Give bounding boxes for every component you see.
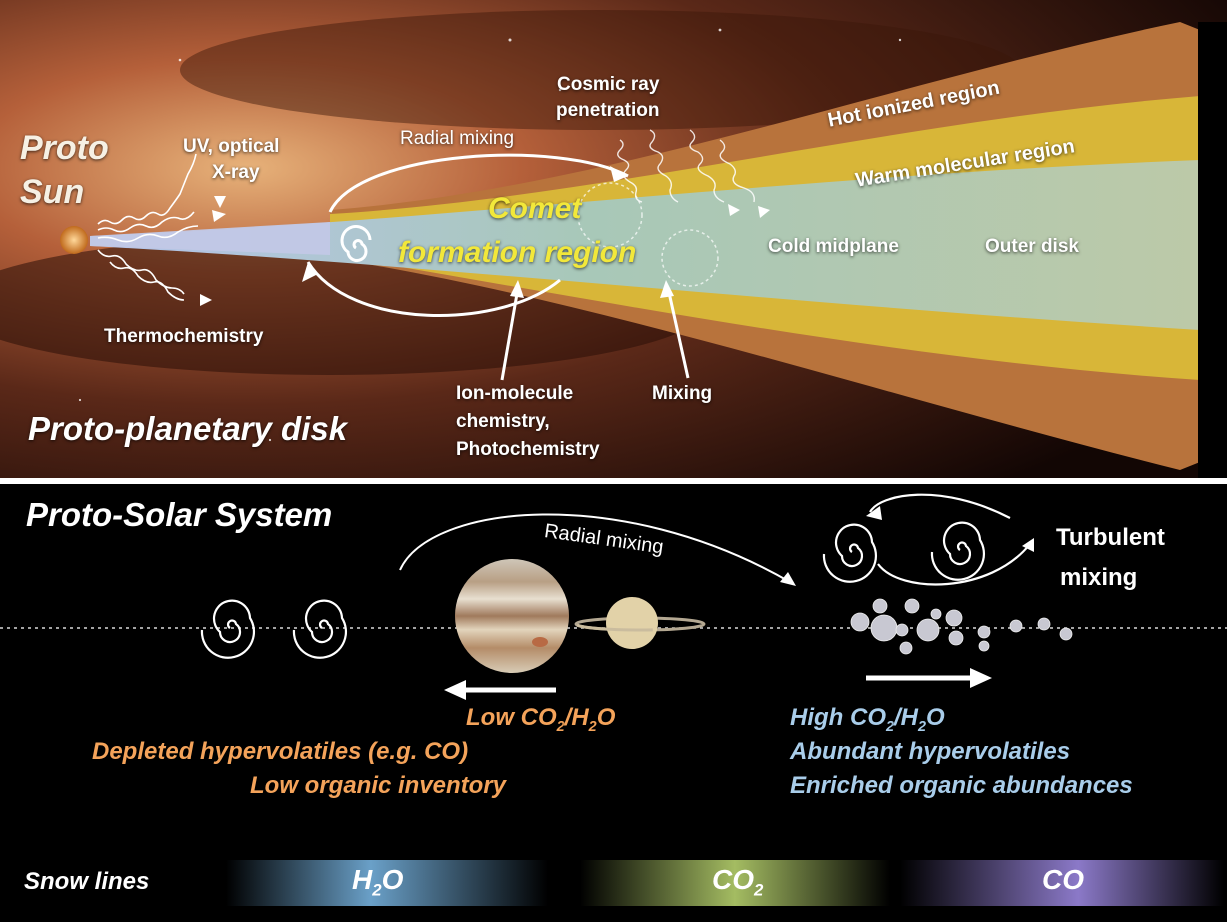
high-co2-h2o-label: High CO2/H2O bbox=[790, 704, 945, 735]
co2-snowline-bar bbox=[580, 860, 890, 906]
cold-midplane-label: Cold midplane bbox=[768, 236, 899, 257]
radial-mixing-label-top: Radial mixing bbox=[400, 128, 515, 149]
co2-snowline-label: CO2 bbox=[712, 864, 764, 900]
proto-sun-label: Proto Sun bbox=[20, 129, 109, 211]
xray-label: X-ray bbox=[212, 162, 260, 183]
abundant-hypervolatiles-label: Abundant hypervolatiles bbox=[790, 738, 1071, 765]
planetesimals bbox=[850, 598, 1073, 655]
h2o-snowline-label: H2O bbox=[352, 864, 404, 900]
radiation-arrows bbox=[97, 153, 199, 301]
solar-system-illustration bbox=[0, 493, 1227, 906]
penetration-label: penetration bbox=[556, 100, 660, 121]
snow-lines-label: Snow lines bbox=[24, 868, 150, 895]
cosmic-ray-arrows bbox=[617, 129, 755, 203]
turbulent-label: Turbulent bbox=[1056, 524, 1165, 551]
comet-label: Comet bbox=[488, 192, 582, 225]
radial-mixing-arrow-top bbox=[328, 153, 629, 213]
photochemistry-label: Photochemistry bbox=[456, 439, 600, 460]
mixing-label: Mixing bbox=[652, 383, 713, 404]
radial-mixing-arc bbox=[399, 513, 791, 583]
radial-mixing-arrow-bottom bbox=[306, 261, 561, 317]
low-organic-label: Low organic inventory bbox=[250, 772, 507, 799]
ion-molecule-label: Ion-molecule bbox=[456, 383, 574, 404]
thermochemistry-label: Thermochemistry bbox=[104, 326, 264, 347]
proto-solar-system-panel: Proto-Solar System Radial mixing Turbule… bbox=[0, 484, 1227, 922]
enriched-organic-label: Enriched organic abundances bbox=[790, 772, 1133, 799]
cold-midplane-region bbox=[90, 160, 1200, 330]
chemistry-label: chemistry, bbox=[456, 411, 550, 432]
cosmic-ray-label: Cosmic ray bbox=[557, 74, 660, 95]
spiral-left-icons bbox=[200, 599, 347, 659]
low-co2-h2o-label: Low CO2/H2O bbox=[466, 704, 616, 735]
proto-solar-system-title: Proto-Solar System bbox=[26, 496, 333, 533]
protoplanetary-disk-panel: Proto Sun UV, optical X-ray Radial mixin… bbox=[0, 0, 1227, 480]
formation-region-label: formation region bbox=[398, 236, 637, 269]
jupiter-icon bbox=[455, 559, 569, 673]
proto-sun-icon bbox=[60, 226, 88, 254]
saturn-icon bbox=[606, 597, 658, 649]
turbulent-spiral-icons bbox=[822, 493, 1031, 586]
disk-illustration bbox=[0, 0, 1227, 480]
depleted-hypervolatiles-label: Depleted hypervolatiles (e.g. CO) bbox=[92, 738, 469, 765]
outer-disk-label: Outer disk bbox=[985, 236, 1079, 257]
protoplanetary-disk-label: Proto-planetary disk bbox=[28, 410, 348, 447]
co-snowline-bar bbox=[900, 860, 1224, 906]
panel-divider bbox=[0, 478, 1227, 484]
mixing-label-bottom: mixing bbox=[1060, 564, 1138, 591]
co-snowline-label: CO bbox=[1042, 864, 1084, 895]
spiral-icon bbox=[340, 225, 372, 262]
h2o-snowline-bar bbox=[226, 860, 548, 906]
uv-optical-label: UV, optical bbox=[183, 136, 280, 157]
